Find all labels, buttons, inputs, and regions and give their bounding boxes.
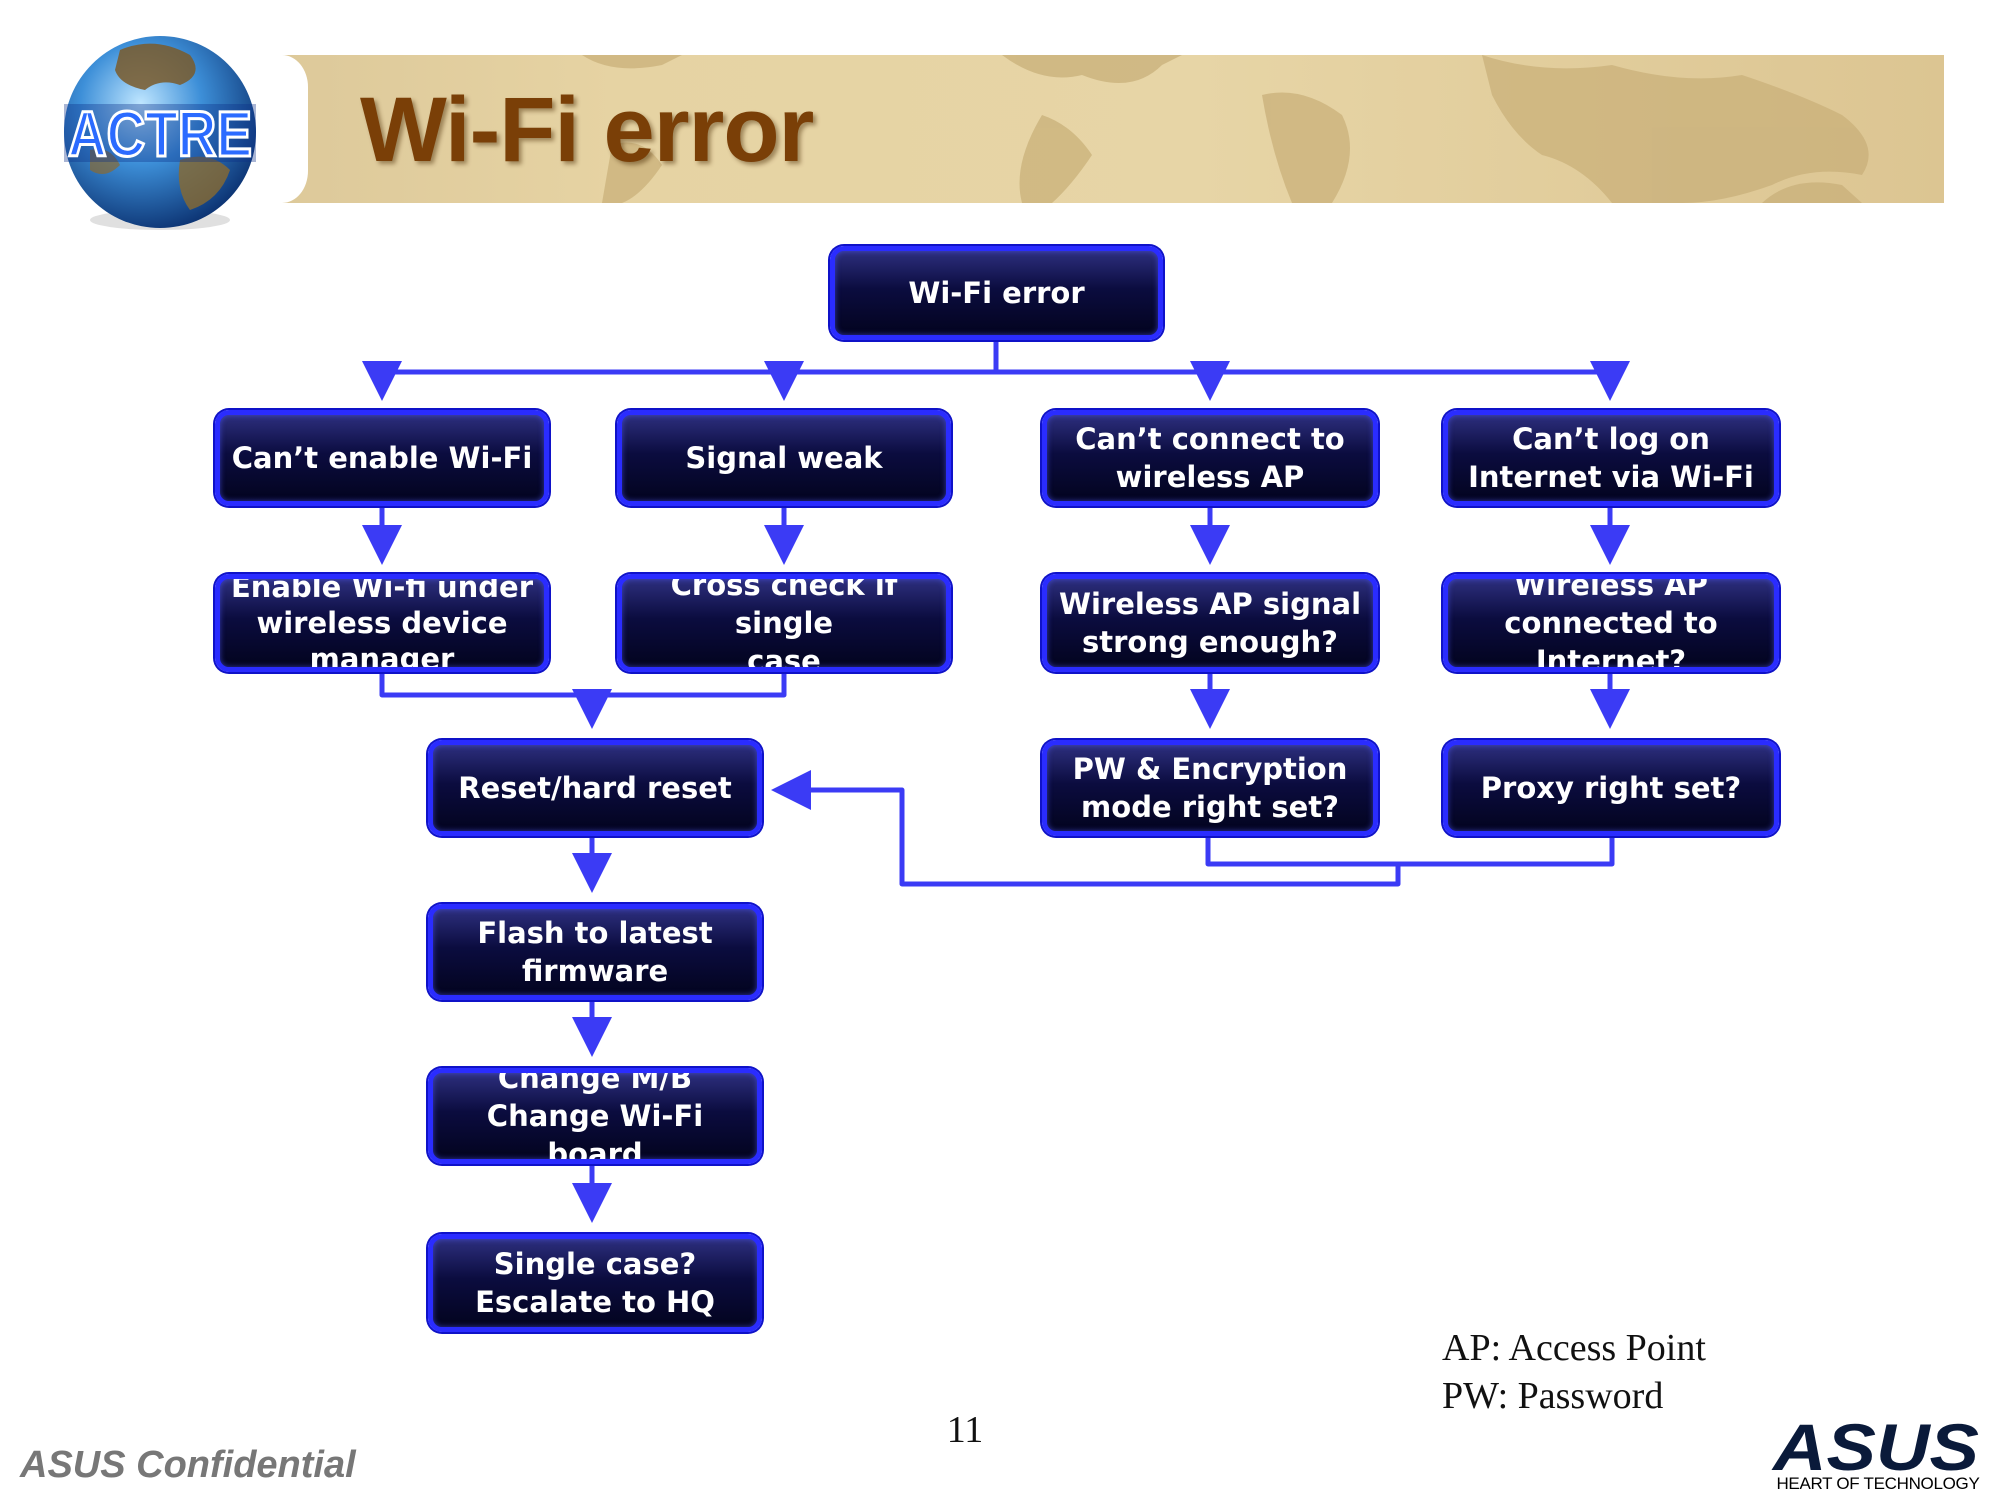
actre-globe-logo: ACTRE — [64, 36, 256, 230]
node-cant-enable-wifi: Can’t enable Wi-Fi — [215, 410, 549, 506]
connector-root-bus — [379, 369, 1613, 388]
node-flash-firmware: Flash to latest firmware — [428, 904, 762, 1000]
logo-text: ACTRE — [68, 98, 252, 170]
world-map-decoration — [582, 55, 1869, 203]
connector-merge-drop — [771, 770, 1401, 887]
asus-tagline: HEART OF TECHNOLOGY — [1776, 1474, 1980, 1493]
node-proxy: Proxy right set? — [1443, 740, 1779, 836]
asus-logo: ASUS — [1771, 1418, 1979, 1476]
node-wifi-error: Wi-Fi error — [830, 246, 1163, 340]
node-cross-check: Cross check if single case — [617, 574, 951, 672]
node-ap-signal: Wireless AP signal strong enough? — [1042, 574, 1378, 672]
confidential-label: ASUS Confidential — [20, 1444, 356, 1486]
node-ap-internet: Wireless AP connected to Internet? — [1443, 574, 1779, 672]
abbreviation-legend: AP: Access Point PW: Password — [1442, 1324, 1742, 1420]
abbr-ap: AP: Access Point — [1442, 1327, 1706, 1369]
page-number: 11 — [946, 1409, 984, 1451]
page-title: Wi-Fi error — [360, 79, 814, 181]
title-banner — [282, 55, 1944, 203]
node-cant-connect-ap: Can’t connect to wireless AP — [1042, 410, 1378, 506]
node-signal-weak: Signal weak — [617, 410, 951, 506]
abbr-pw: PW: Password — [1442, 1375, 1664, 1417]
banner-notch — [282, 55, 308, 203]
node-enable-wifi-manager: Enable Wi-fi under wireless device manag… — [215, 574, 549, 672]
connector-left-merge — [379, 672, 787, 698]
node-escalate: Single case? Escalate to HQ — [428, 1234, 762, 1332]
node-change-board: Change M/B Change Wi-Fi board — [428, 1068, 762, 1164]
node-reset: Reset/hard reset — [428, 740, 762, 836]
asus-logo-text: ASUS — [1771, 1418, 1979, 1476]
connector-right-merge — [1205, 836, 1615, 867]
node-pw-encryption: PW & Encryption mode right set? — [1042, 740, 1378, 836]
node-cant-log-on: Can’t log on Internet via Wi-Fi — [1443, 410, 1779, 506]
